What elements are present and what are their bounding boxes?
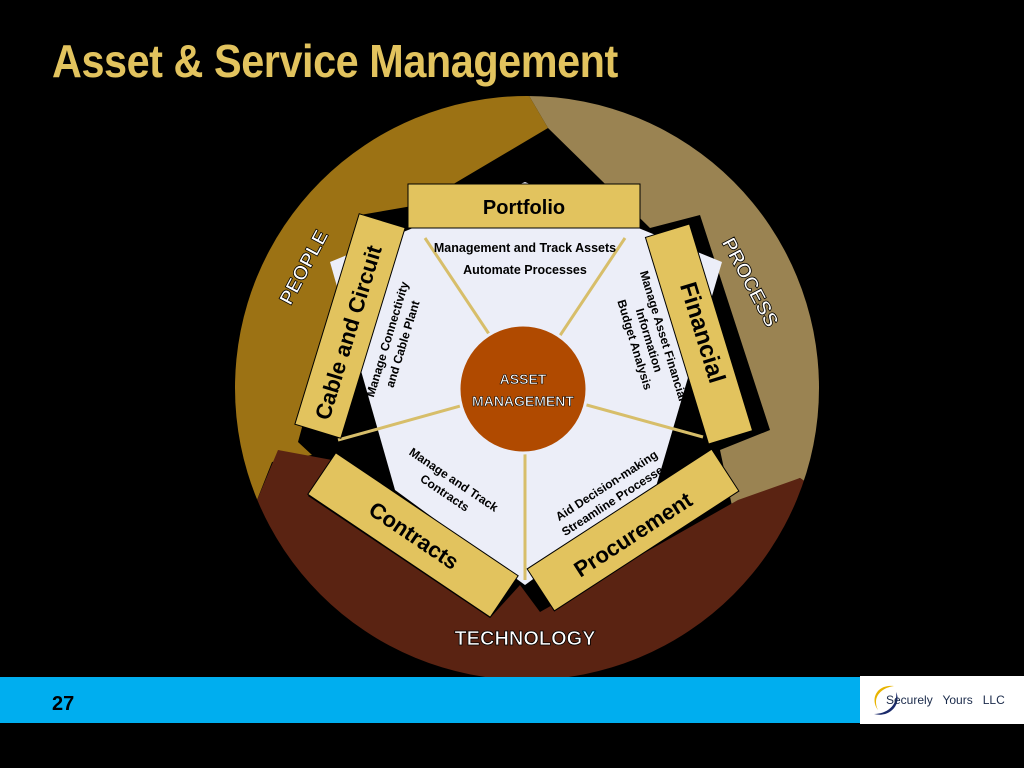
center-label-line-2: MANAGEMENT xyxy=(472,393,574,409)
logo-swoosh-icon xyxy=(874,685,898,715)
slide-title: Asset & Service Management xyxy=(52,35,618,87)
center-circle[interactable] xyxy=(457,323,589,455)
portfolio-label: Portfolio xyxy=(483,197,565,219)
center-label-line-1: ASSET xyxy=(500,371,547,387)
cable-panel[interactable] xyxy=(294,213,406,439)
logo-text: Securely Yours LLC xyxy=(886,693,1005,707)
footer-bar xyxy=(0,677,1024,723)
financial-panel[interactable] xyxy=(644,223,754,445)
portfolio-desc-2: Automate Processes xyxy=(463,263,587,277)
contracts-panel[interactable] xyxy=(307,452,519,618)
portfolio-panel[interactable] xyxy=(407,183,641,229)
page-number: 27 xyxy=(52,693,75,715)
technology-label: TECHNOLOGY xyxy=(454,628,596,650)
company-logo: Securely Yours LLC xyxy=(860,676,1024,724)
portfolio-desc-1: Management and Track Assets xyxy=(434,241,616,255)
procurement-panel[interactable] xyxy=(526,448,740,612)
